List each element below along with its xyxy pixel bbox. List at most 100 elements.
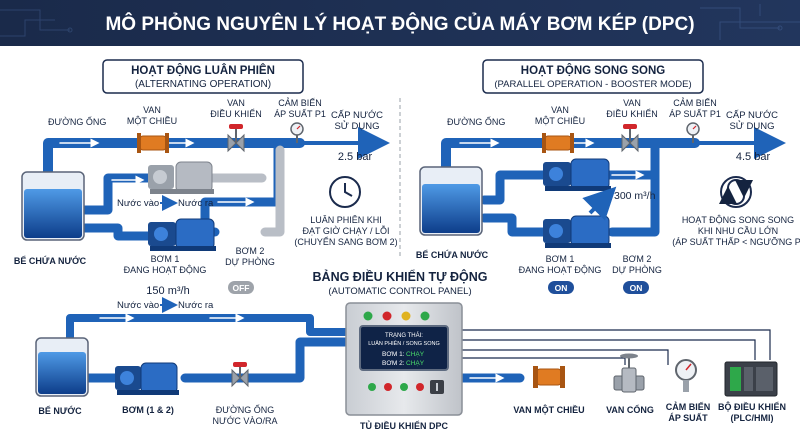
left-sensor-label-2: ÁP SUẤT P1: [274, 109, 326, 119]
bottom-pumps-label: BƠM (1 & 2): [122, 405, 174, 415]
right-lower-suction: [479, 213, 550, 237]
right-tank-label: BỂ CHỨA NƯỚC: [416, 249, 489, 260]
left-pump2-off-badge: [228, 281, 254, 294]
button-run-icon[interactable]: [400, 383, 408, 391]
right-pipe-label: ĐƯỜNG ỐNG: [447, 116, 505, 127]
legend-check-valve-icon: [533, 366, 565, 388]
left-control-valve-label-1: VAN: [227, 98, 245, 108]
left-pump1-icon: [148, 218, 216, 251]
right-check-valve-label-1: VAN: [551, 105, 569, 115]
right-supply-label-1: CẤP NƯỚC: [726, 110, 778, 121]
left-pump1-label-1: BƠM 1: [151, 254, 180, 264]
left-flow-value: 150 m³/h: [146, 285, 189, 297]
left-heading: HOẠT ĐỘNG LUÂN PHIÊN: [131, 64, 275, 77]
left-section: HOẠT ĐỘNG LUÂN PHIÊN (ALTERNATING OPERAT…: [14, 59, 398, 297]
legend-check-valve-label: VAN MỘT CHIỀU: [513, 404, 584, 415]
hmi-mode: LUÂN PHIÊN / SONG SONG: [368, 339, 440, 347]
bottom-inflow-label: Nước vào: [117, 300, 159, 311]
right-flow-value: 300 m³/h: [614, 190, 656, 202]
right-pump1-state: ON: [555, 283, 568, 293]
bottom-outflow-label: Nước ra: [178, 300, 214, 311]
right-upper-suction: [479, 170, 550, 205]
left-check-valve-label-2: MỘT CHIỀU: [127, 116, 177, 126]
legend-gate-valve-icon: [613, 353, 645, 393]
hmi-pump2-label: BƠM 2:: [382, 360, 405, 367]
left-check-valve-label-1: VAN: [143, 105, 161, 115]
left-upper-suction: [80, 173, 155, 215]
left-tank-label: BỂ CHỨA NƯỚC: [14, 255, 87, 266]
bottom-pipe-io-label-1: ĐƯỜNG ỐNG: [216, 404, 274, 415]
left-pressure-sensor-icon: [290, 122, 304, 143]
left-inflow-label: Nước vào: [117, 198, 159, 209]
right-subheading: (PARALLEL OPERATION - BOOSTER MODE): [494, 79, 691, 90]
right-supply-label-2: SỬ DỤNG: [729, 120, 774, 132]
right-check-valve-icon: [542, 133, 574, 153]
left-pump1-label-2: ĐANG HOẠT ĐỘNG: [124, 265, 207, 275]
cabinet-label: TỦ ĐIỀU KHIỂN DPC: [360, 420, 449, 431]
right-pump1-on-badge: [548, 281, 574, 294]
hmi-status-label: TRẠNG THÁI:: [385, 332, 423, 339]
right-note-3: (ÁP SUẤT THẤP < NGƯỠNG P): [672, 237, 800, 247]
right-pump2-label-2: DỰ PHÒNG: [612, 265, 662, 275]
right-heading: HOẠT ĐỘNG SONG SONG: [521, 64, 665, 77]
button-stop-icon[interactable]: [384, 383, 392, 391]
left-sensor-label-1: CẢM BIẾN: [278, 97, 322, 108]
left-note-1: LUÂN PHIÊN KHI: [310, 215, 382, 225]
legend-plc-icon: [724, 361, 778, 397]
left-pipe-label: ĐƯỜNG ỐNG: [48, 116, 106, 127]
left-heading-box: [102, 59, 304, 94]
left-pressure-value: 2.5 bar: [338, 151, 373, 163]
signal-lines: [462, 329, 771, 365]
legend-sensor-label-2: ÁP SUẤT: [668, 413, 708, 423]
legend-controller-label-2: (PLC/HMI): [731, 413, 774, 423]
right-control-valve-label-2: ĐIỀU KHIỂN: [606, 108, 658, 119]
panel-title: BẢNG ĐIỀU KHIỂN TỰ ĐỘNG: [313, 269, 488, 284]
left-subheading: (ALTERNATING OPERATION): [135, 79, 271, 90]
indicator-green-2-icon: [420, 311, 430, 321]
hmi-screen: [359, 325, 449, 371]
header-bar: [0, 0, 800, 46]
right-control-valve-icon: [621, 124, 639, 153]
right-heading-box: [482, 59, 704, 94]
button-start-icon[interactable]: [368, 383, 376, 391]
bottom-pump-icon: [115, 362, 179, 395]
right-pump-lower-icon: [543, 215, 611, 248]
bottom-tank-water: [38, 352, 86, 394]
indicator-green-icon: [363, 311, 373, 321]
bottom-inlet-pipe: [180, 337, 353, 383]
right-main-pipe: [441, 138, 700, 175]
hmi-pump2-value: CHẠY: [406, 360, 425, 367]
bottom-tank-label: BỂ NƯỚC: [38, 405, 82, 416]
right-cycle-icon: [719, 176, 753, 208]
left-lower-suction: [80, 223, 155, 241]
legend-controller-label-1: BỘ ĐIỀU KHIỂN: [718, 401, 786, 412]
left-supply-label-2: SỬ DỤNG: [334, 120, 379, 132]
right-check-valve-label-2: MỘT CHIỀU: [535, 116, 585, 126]
right-sensor-label-2: ÁP SUẤT P1: [669, 109, 721, 119]
left-control-valve-label-2: ĐIỀU KHIỂN: [210, 108, 262, 119]
left-pump2-icon: [148, 161, 214, 194]
left-outflow-label: Nước ra: [178, 198, 214, 209]
hmi-pump1-label: BƠM 1:: [382, 351, 405, 358]
right-pump2-on-badge: [623, 281, 649, 294]
right-note-2: KHI NHU CẦU LỚN: [698, 226, 778, 236]
right-pump2-label-1: BƠM 2: [623, 254, 652, 264]
legend-sensor-label-1: CẢM BIẾN: [666, 401, 711, 412]
right-pump1-label-2: ĐANG HOẠT ĐỘNG: [519, 265, 602, 275]
right-pump-discharge: [600, 170, 660, 237]
right-pressure-value: 4.5 bar: [736, 151, 771, 163]
button-fault-icon[interactable]: [416, 383, 424, 391]
left-idle-pipe-2: [260, 145, 285, 237]
indicator-red-icon: [382, 311, 392, 321]
right-tank-water: [422, 184, 480, 233]
right-sensor-label-1: CẢM BIẾN: [673, 97, 717, 108]
left-supply-label-1: CẤP NƯỚC: [331, 110, 383, 121]
panel-subtitle: (AUTOMATIC CONTROL PANEL): [328, 286, 471, 297]
bottom-section: Nước vào Nước ra BỂ NƯỚC BƠM (1 & 2): [35, 297, 786, 431]
left-tank-water: [24, 189, 82, 238]
right-pump1-label-1: BƠM 1: [546, 254, 575, 264]
left-control-valve-icon: [227, 124, 245, 153]
left-pump2-state: OFF: [233, 283, 250, 293]
